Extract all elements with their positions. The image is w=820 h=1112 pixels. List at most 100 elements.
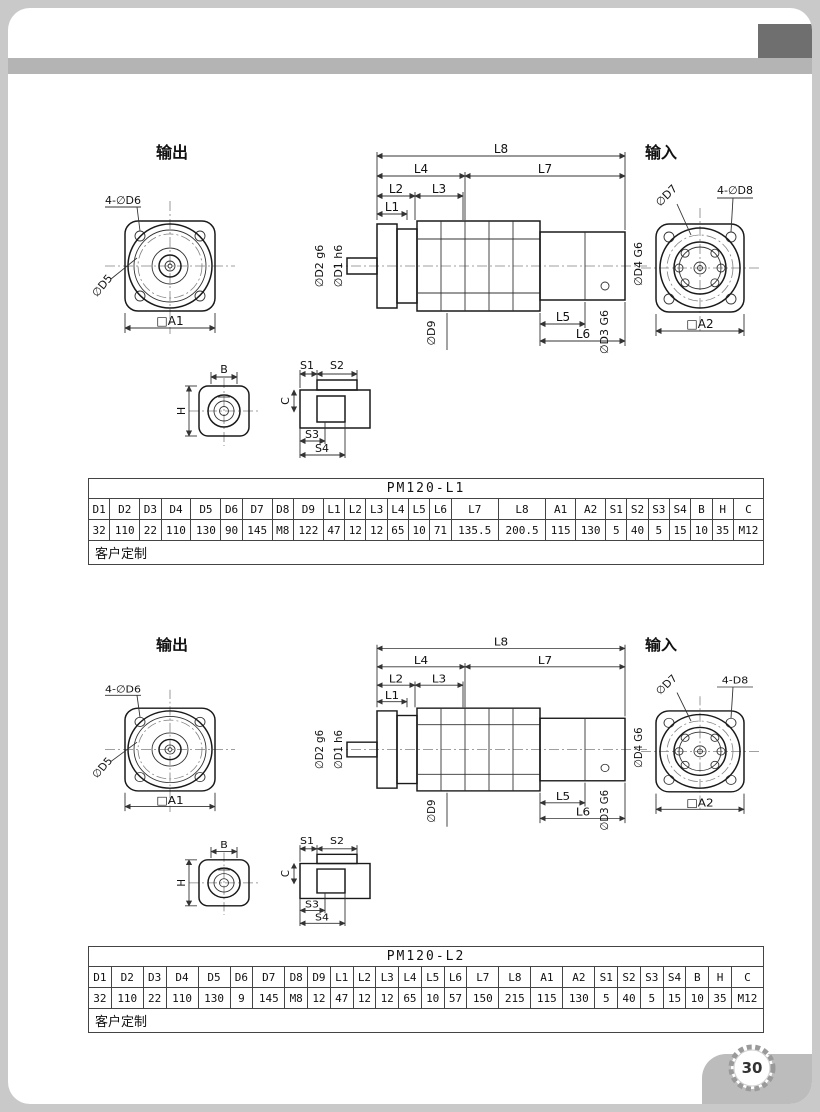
value-cell: 32 xyxy=(87,519,111,541)
table-title: PM120-L1 xyxy=(88,478,764,499)
side-section-view: L8 L4 L7 L2 L3 L1 ∅D2 g6 ∅D1 h6 ∅D9 L5 xyxy=(314,635,647,830)
header-cell: A2 xyxy=(562,966,596,988)
header-bar xyxy=(8,58,812,74)
hub-outline xyxy=(198,859,250,907)
dim-label-l8: L8 xyxy=(494,635,508,648)
dim-label-a2: □A2 xyxy=(686,796,713,809)
header-cell: L6 xyxy=(429,498,452,520)
header-cell: D3 xyxy=(139,498,162,520)
bolt-hole xyxy=(194,772,206,783)
value-cell: 12 xyxy=(344,519,367,541)
dim-label-l2: L2 xyxy=(389,182,403,196)
dim-label-s3: S3 xyxy=(305,428,319,441)
flange-outline xyxy=(124,220,216,312)
value-cell: 10 xyxy=(690,519,713,541)
gearbox-drawing: 输出 输入 4-∅D6 ∅D5 xyxy=(89,142,761,459)
circle xyxy=(164,260,176,272)
leader-line xyxy=(110,741,138,762)
dim-label-h: H xyxy=(175,407,188,415)
header-cell: D8 xyxy=(271,498,294,520)
value-cell: 35 xyxy=(708,987,732,1009)
value-cell: 135.5 xyxy=(450,519,499,541)
input-title: 输入 xyxy=(645,143,677,162)
value-cell: 145 xyxy=(241,519,273,541)
header-cell: S1 xyxy=(594,966,619,988)
dim-label-d8: 4-D8 xyxy=(722,675,748,686)
bolt-hole xyxy=(194,290,206,302)
input-housing xyxy=(539,231,626,301)
value-cell: 115 xyxy=(530,987,564,1009)
value-cell: M8 xyxy=(271,519,294,541)
header-cell: H xyxy=(711,498,734,520)
header-cell: D7 xyxy=(241,498,273,520)
leader-line xyxy=(730,686,734,719)
value-cell: 150 xyxy=(466,987,500,1009)
dim-label-d8: 4-∅D8 xyxy=(717,184,753,197)
dim-label-a1: □A1 xyxy=(156,314,183,328)
leader-line xyxy=(676,203,692,236)
keyway-slot xyxy=(316,868,346,894)
value-cell: 110 xyxy=(109,519,141,541)
output-title: 输出 xyxy=(156,636,188,654)
bolt-hole xyxy=(663,293,675,305)
value-cell: 22 xyxy=(142,987,167,1009)
value-cell: 65 xyxy=(386,519,410,541)
dim-label-l2: L2 xyxy=(389,672,403,685)
circle xyxy=(219,406,229,416)
input-flange-view: ∅D7 4-∅D8 □A2 xyxy=(641,182,761,336)
header-cell: D2 xyxy=(109,498,141,520)
header-cell: D7 xyxy=(252,966,286,988)
circle xyxy=(697,748,703,755)
hub-section xyxy=(299,389,371,429)
header-cell: A2 xyxy=(575,498,607,520)
dim-label-c: C xyxy=(279,397,292,405)
value-cell: 130 xyxy=(190,519,222,541)
output-flange-view: 4-∅D6 ∅D5 □A1 xyxy=(90,684,235,813)
header-cell: D4 xyxy=(160,498,192,520)
value-cell: 5 xyxy=(647,519,670,541)
dim-label-s3: S3 xyxy=(305,899,319,910)
value-cell: 15 xyxy=(662,987,687,1009)
dim-label-h: H xyxy=(176,879,188,887)
gearbox-drawing: 输出 输入 4-∅D6 ∅D5 xyxy=(90,635,761,927)
screw-hole xyxy=(600,763,610,773)
catalog-page: 输出 输入 4-∅D6 ∅D5 xyxy=(8,8,812,1104)
screw-hole xyxy=(680,760,690,770)
side-section-view: L8 L4 L7 L2 L3 L1 ∅D2 g6 ∅D1 h6 ∅D9 L5 xyxy=(313,142,647,354)
pilot-circle xyxy=(127,710,213,789)
screw-hole xyxy=(674,263,684,273)
circle xyxy=(167,747,173,752)
header-cell: C xyxy=(730,966,765,988)
screw-hole xyxy=(710,760,720,770)
pilot-circle xyxy=(127,223,213,309)
pm120-l2-drawing: 输出 输入 4-∅D6 ∅D5 xyxy=(85,630,775,938)
dim-label-s1: S1 xyxy=(300,359,314,372)
dim-label-d7: ∅D7 xyxy=(654,673,681,697)
dim-label-s1: S1 xyxy=(300,836,314,847)
value-cell: 71 xyxy=(429,519,452,541)
input-housing xyxy=(539,717,626,782)
value-cell: 57 xyxy=(443,987,468,1009)
bolt-hole xyxy=(194,230,206,242)
header-cell: L4 xyxy=(398,966,422,988)
dim-label-d9: ∅D9 xyxy=(425,320,438,345)
bolt-hole xyxy=(725,774,737,785)
value-cell: M8 xyxy=(284,987,309,1009)
value-cell: 10 xyxy=(408,519,431,541)
dim-label-l3: L3 xyxy=(432,672,446,685)
dim-label-b: B xyxy=(220,839,228,850)
header-cell: L3 xyxy=(365,498,388,520)
page-number: 30 xyxy=(742,1059,763,1077)
circle xyxy=(133,229,207,303)
bolt-hole xyxy=(725,717,737,728)
header-cell: D2 xyxy=(110,966,144,988)
value-cell: 12 xyxy=(352,987,377,1009)
screw-hole xyxy=(716,263,726,273)
header-cell: D6 xyxy=(229,966,254,988)
key-detail-view: S1 S2 C S3 S4 xyxy=(280,836,371,927)
value-cell: 40 xyxy=(626,519,649,541)
dim-label-d1: ∅D1 h6 xyxy=(332,245,345,288)
dim-label-d2: ∅D2 g6 xyxy=(314,730,326,769)
header-cell: D3 xyxy=(142,966,167,988)
header-cell: D1 xyxy=(87,498,111,520)
